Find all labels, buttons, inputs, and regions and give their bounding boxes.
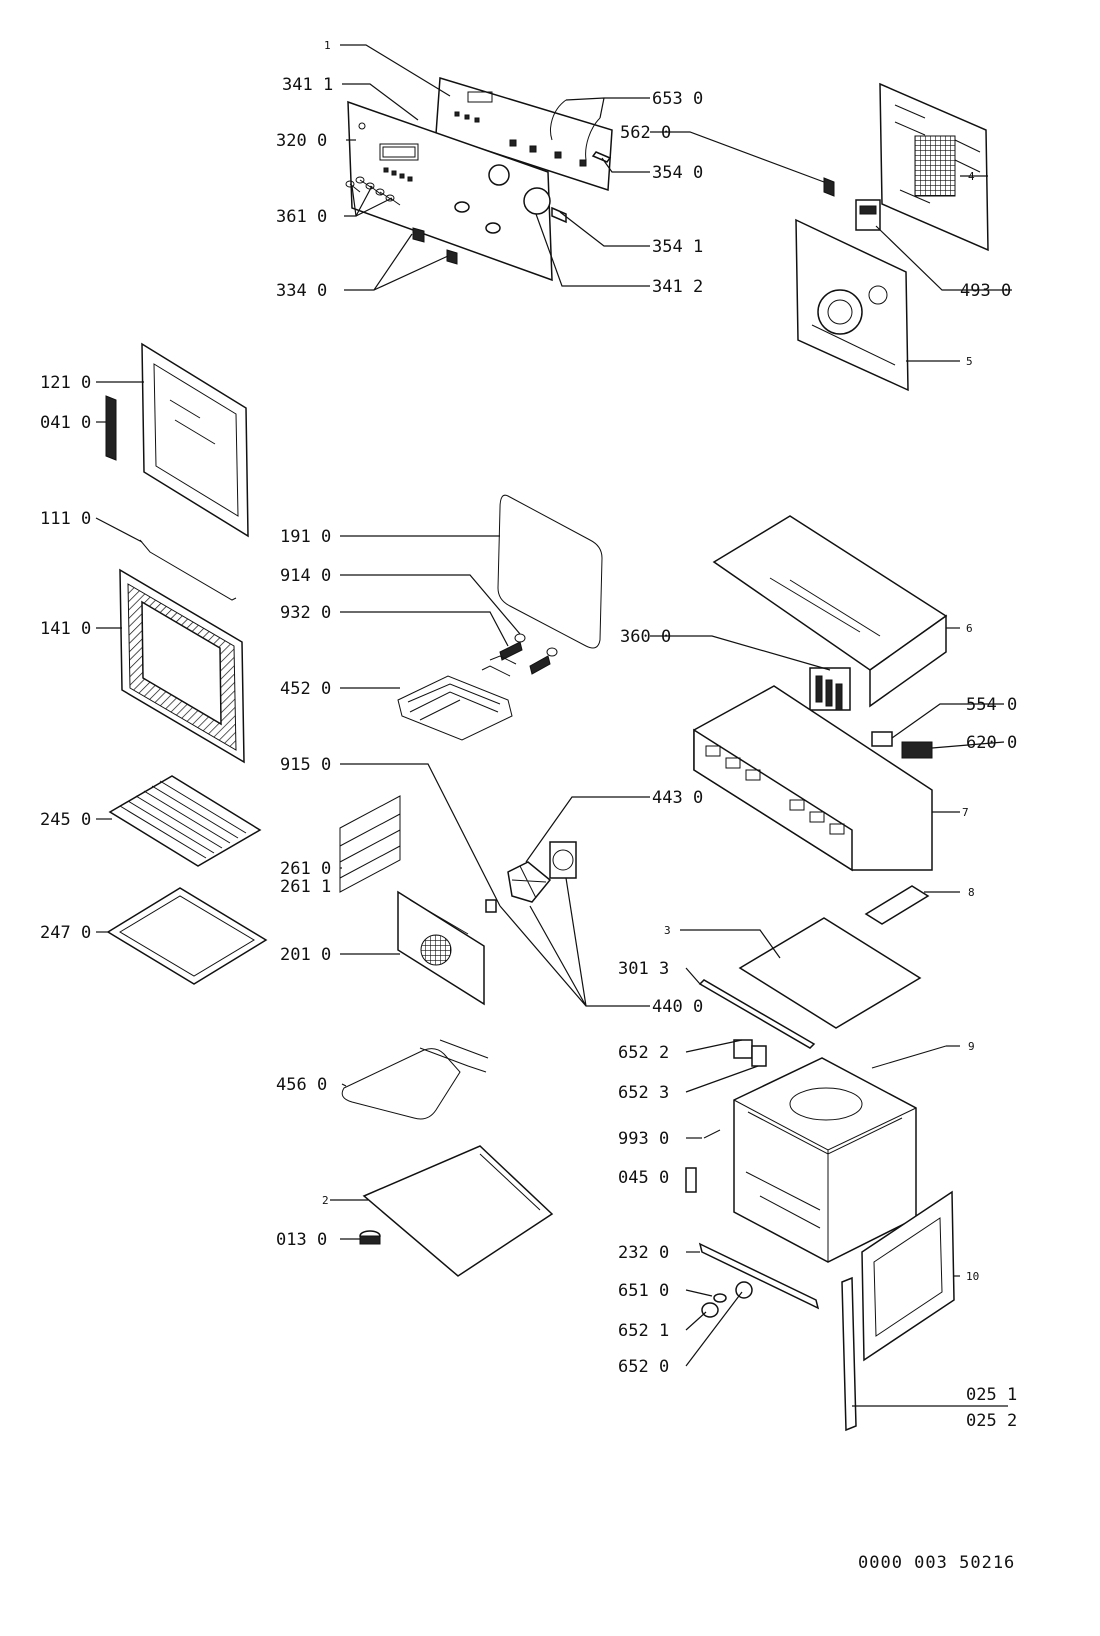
label-121-0: 121 0: [40, 373, 91, 393]
label-247-0: 247 0: [40, 923, 91, 943]
label-562-0: 562 0: [620, 123, 671, 143]
label-653-0: 653 0: [652, 89, 703, 109]
label-045-0: 045 0: [618, 1168, 669, 1188]
label-341-1: 341 1: [282, 75, 333, 95]
label-8: 8: [968, 886, 975, 899]
label-141-0: 141 0: [40, 619, 91, 639]
label-10: 10: [966, 1270, 979, 1283]
label-7: 7: [962, 806, 969, 819]
label-013-0: 013 0: [276, 1230, 327, 1250]
label-6: 6: [966, 622, 973, 635]
label-025-1: 025 1: [966, 1385, 1017, 1405]
label-354-1: 354 1: [652, 237, 703, 257]
part-labels: 1 341 1 320 0 361 0 334 0 653 0 562 0 35…: [40, 39, 1017, 1573]
label-041-0: 041 0: [40, 413, 91, 433]
label-2: 2: [322, 1194, 329, 1207]
oven-internal-group: [339, 494, 603, 1277]
label-652-0: 652 0: [618, 1357, 669, 1377]
back-panel-group: [795, 82, 989, 392]
label-452-0: 452 0: [280, 679, 331, 699]
label-554-0: 554 0: [966, 695, 1017, 715]
label-651-0: 651 0: [618, 1281, 669, 1301]
label-111-0: 111 0: [40, 509, 91, 529]
label-652-2: 652 2: [618, 1043, 669, 1063]
label-354-0: 354 0: [652, 163, 703, 183]
label-440-0: 440 0: [652, 997, 703, 1017]
label-5: 5: [966, 355, 973, 368]
housing-group: [685, 515, 955, 1432]
label-993-0: 993 0: [618, 1129, 669, 1149]
label-932-0: 932 0: [280, 603, 331, 623]
label-320-0: 320 0: [276, 131, 327, 151]
label-360-0: 360 0: [620, 627, 671, 647]
door-group: [105, 342, 268, 985]
label-361-0: 361 0: [276, 207, 327, 227]
label-245-0: 245 0: [40, 810, 91, 830]
label-025-2: 025 2: [966, 1411, 1017, 1431]
label-652-1: 652 1: [618, 1321, 669, 1341]
label-3: 3: [664, 924, 671, 937]
document-number: 0000 003 50216: [858, 1553, 1015, 1573]
label-493-0: 493 0: [960, 281, 1011, 301]
label-201-0: 201 0: [280, 945, 331, 965]
label-191-0: 191 0: [280, 527, 331, 547]
control-panel-group: [345, 77, 613, 282]
label-261-1: 261 1: [280, 877, 331, 897]
label-9: 9: [968, 1040, 975, 1053]
label-915-0: 915 0: [280, 755, 331, 775]
label-341-2: 341 2: [652, 277, 703, 297]
label-261-0: 261 0: [280, 859, 331, 879]
label-443-0: 443 0: [652, 788, 703, 808]
label-456-0: 456 0: [276, 1075, 327, 1095]
label-652-3: 652 3: [618, 1083, 669, 1103]
label-620-0: 620 0: [966, 733, 1017, 753]
label-334-0: 334 0: [276, 281, 327, 301]
label-914-0: 914 0: [280, 566, 331, 586]
label-301-3: 301 3: [618, 959, 669, 979]
label-4: 4: [968, 170, 975, 183]
label-1: 1: [324, 39, 331, 52]
leader-lines: [95, 44, 1012, 1407]
label-232-0: 232 0: [618, 1243, 669, 1263]
